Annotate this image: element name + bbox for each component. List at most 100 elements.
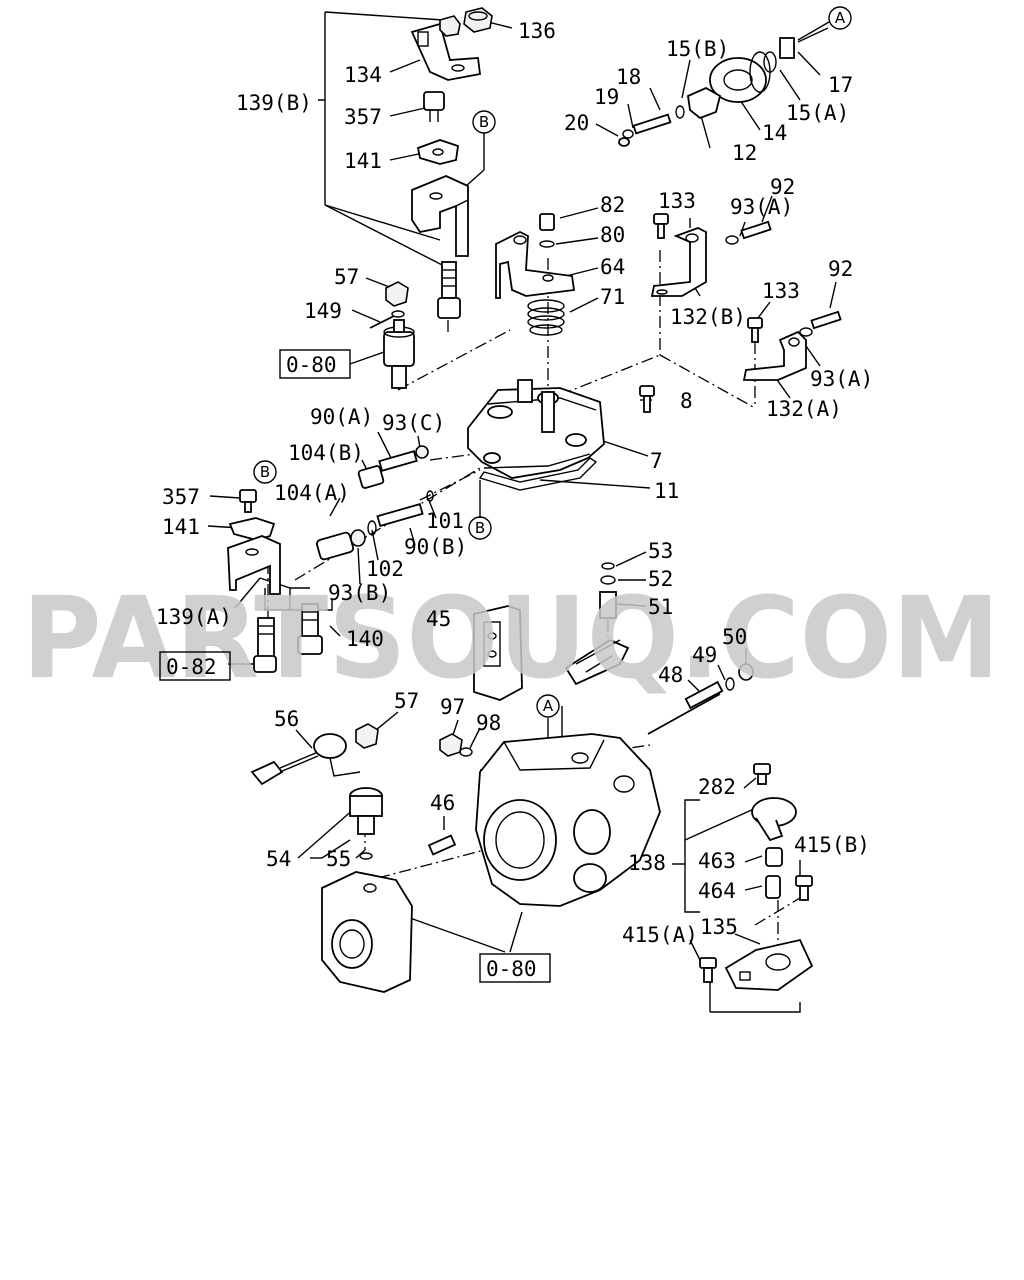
callout-45: 45 (426, 607, 451, 631)
part-bolt-0-82 (253, 617, 277, 673)
callout-149: 149 (304, 299, 342, 323)
part-141-lock-lower (228, 517, 276, 541)
callout-52: 52 (648, 567, 673, 591)
callout-104b: 104(B) (288, 441, 364, 465)
callout-46: 46 (430, 791, 455, 815)
callout-7: 7 (650, 449, 663, 473)
callout-57-upper: 57 (334, 265, 359, 289)
callout-48: 48 (658, 663, 683, 687)
callout-135: 135 (700, 915, 738, 939)
callout-80: 80 (600, 223, 625, 247)
part-57-nut-upper (385, 281, 409, 307)
callout-92-upper: 92 (770, 175, 795, 199)
callout-53: 53 (648, 539, 673, 563)
callout-8: 8 (680, 389, 693, 413)
callout-132b: 132(B) (670, 305, 746, 329)
part-53-washer (601, 562, 615, 570)
callout-101: 101 (426, 509, 464, 533)
callout-20: 20 (564, 111, 589, 135)
part-8-bolt (639, 385, 655, 413)
part-18-shaft (632, 105, 685, 135)
callout-141-lower: 141 (162, 515, 200, 539)
part-20-pin (618, 137, 630, 147)
ref-box-upper: 0-80 (286, 353, 337, 377)
leader-lines (207, 11, 837, 1013)
part-57-nut-lower (355, 723, 379, 749)
part-141-lock-plate (416, 139, 459, 165)
part-46-stud (427, 834, 457, 856)
part-90a-screw (378, 445, 429, 472)
callout-136: 136 (518, 19, 556, 43)
part-54-sensor (349, 787, 383, 835)
callout-357-upper: 357 (344, 105, 382, 129)
part-92-bolt-a (725, 220, 772, 245)
part-pump-housing (475, 733, 661, 907)
callout-55: 55 (326, 847, 351, 871)
part-93b-nut (350, 529, 366, 547)
part-17-plate (779, 37, 795, 59)
part-415b-bolt (795, 875, 813, 901)
callout-64: 64 (600, 255, 625, 279)
part-138-sensor (751, 797, 797, 842)
part-51-bolt (599, 591, 617, 619)
callout-132a: 132(A) (766, 397, 842, 421)
callout-49: 49 (692, 643, 717, 667)
part-52-washer (600, 575, 616, 585)
callout-415b: 415(B) (794, 833, 870, 857)
watermark-text: PARTSOUQ.COM (22, 574, 1000, 704)
part-136-nut (463, 7, 493, 33)
part-49-washer (725, 677, 735, 691)
part-71-spring (527, 299, 565, 336)
part-11-gasket (478, 457, 598, 491)
callout-140: 140 (346, 627, 384, 651)
part-15a-washer (763, 51, 777, 73)
callout-11: 11 (654, 479, 679, 503)
callout-139b: 139(B) (236, 91, 312, 115)
callout-97: 97 (440, 695, 465, 719)
part-463-sleeve (765, 847, 783, 867)
callout-93c: 93(C) (382, 411, 445, 435)
part-102-washer (367, 520, 377, 536)
callout-54: 54 (266, 847, 291, 871)
ref-box-left: 0-82 (166, 655, 217, 679)
callout-134: 134 (344, 63, 382, 87)
reference-boxes: 0-80 0-82 0-80 (159, 349, 551, 983)
callout-93b: 93(B) (328, 581, 391, 605)
part-97-plug (439, 733, 463, 757)
callout-90a: 90(A) (310, 405, 373, 429)
marker-a-top: A (835, 9, 846, 27)
part-139b-bracket (411, 175, 469, 257)
callout-50: 50 (722, 625, 747, 649)
callout-133-a: 133 (658, 189, 696, 213)
part-132a-bracket (742, 330, 807, 381)
part-357-bolt-lower (239, 489, 257, 513)
part-133-bolt-b (747, 317, 763, 343)
part-50-nut (738, 663, 754, 681)
callout-15a: 15(A) (786, 101, 849, 125)
callout-71: 71 (600, 285, 625, 309)
callout-19: 19 (594, 85, 619, 109)
part-133-bolt-a (653, 213, 669, 239)
callout-15b: 15(B) (666, 37, 729, 61)
callout-464: 464 (698, 879, 736, 903)
callout-104a: 104(A) (274, 481, 350, 505)
part-45-bracket (473, 605, 523, 701)
callout-93a-lower: 93(A) (810, 367, 873, 391)
callout-57-lower: 57 (394, 689, 419, 713)
callout-463: 463 (698, 849, 736, 873)
part-12-gear (687, 86, 722, 120)
callout-51: 51 (648, 595, 673, 619)
part-132b-bracket (650, 227, 707, 297)
marker-b-left: B (260, 463, 270, 481)
part-solenoid-valve (564, 638, 630, 686)
callout-98: 98 (476, 711, 501, 735)
callout-18: 18 (616, 65, 641, 89)
callout-415a: 415(A) (622, 923, 698, 947)
ref-box-bottom: 0-80 (486, 957, 537, 981)
part-90b-screw (376, 503, 424, 527)
part-104b-nut (357, 465, 385, 489)
part-464-sleeve (765, 875, 781, 899)
part-19-spring (622, 129, 634, 139)
